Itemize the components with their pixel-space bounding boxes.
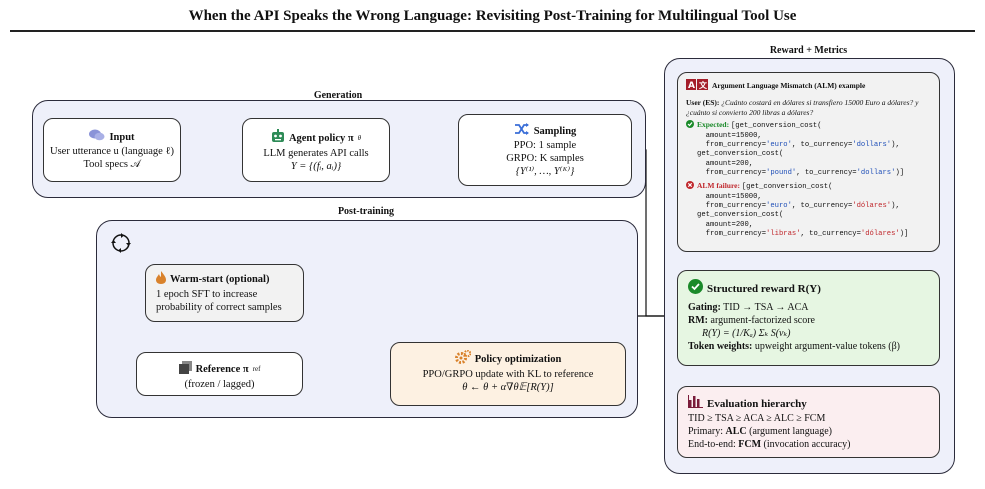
- agent-line-2: Y = {(fᵢ, aᵢ)}: [290, 161, 342, 173]
- alm-failure-label: ALM failure:: [697, 181, 740, 191]
- alm-expected-block: Expected: [get_conversion_cost( amount=1…: [686, 120, 931, 178]
- alm-expected-label: Expected:: [697, 120, 730, 130]
- structured-reward-box: Structured reward R(Y) Gating: TID → TSA…: [677, 270, 940, 366]
- alm-failure-code-1: amount=15000,: [697, 192, 762, 201]
- check-circle-icon: [686, 120, 694, 178]
- alm-failure-code-4: amount=200,: [697, 220, 754, 229]
- policy-opt-line-1: PPO/GRPO update with KL to reference: [422, 369, 594, 381]
- alm-user-prefix: User (ES):: [686, 97, 720, 107]
- sampling-line-1: PPO: 1 sample: [513, 140, 577, 152]
- eval-primary-rest: (argument language): [749, 426, 832, 438]
- input-box: Input User utterance u (language ℓ) Tool…: [43, 118, 181, 182]
- policy-opt-line-2: θ ← θ + α∇θ𝔼[R(Y)]: [462, 382, 554, 394]
- sampling-line-3: {Y⁽¹⁾, …, Y⁽ᴷ⁾}: [515, 166, 575, 178]
- alm-failure-code-3: get_conversion_cost(: [697, 211, 784, 220]
- reward-rm-text: argument-factorized score: [710, 315, 815, 327]
- sampling-title: Sampling: [533, 125, 577, 137]
- eval-primary-label: Primary:: [688, 426, 723, 438]
- reward-gating-label: Gating:: [688, 302, 721, 314]
- policy-opt-title: Policy optimization: [474, 353, 562, 365]
- layers-icon: [178, 361, 192, 378]
- eval-primary-bold: ALC: [725, 426, 747, 438]
- paper-title: When the API Speaks the Wrong Language: …: [188, 8, 797, 24]
- svg-text:A: A: [688, 81, 695, 90]
- agent-title-sub: θ: [357, 133, 362, 142]
- alm-title: Argument Language Mismatch (ALM) example: [712, 81, 866, 90]
- speech-bubble-icon: [89, 129, 105, 145]
- evaluation-hierarchy-box: Evaluation hierarchy TID ≥ TSA ≥ ACA ≥ A…: [677, 386, 940, 458]
- input-title: Input: [109, 131, 135, 143]
- check-circle-icon: [688, 279, 703, 298]
- alm-user-text: ¿Cuánto costará en dólares si transfiero…: [686, 97, 919, 117]
- input-line-2: Tool specs 𝒜: [83, 159, 141, 171]
- reference-line-1: (frozen / lagged): [184, 379, 255, 391]
- eval-e2e: End-to-end: FCM (invocation accuracy): [688, 438, 929, 451]
- eval-primary: Primary: ALC (argument language): [688, 425, 929, 438]
- reward-gating: Gating: TID → TSA → ACA: [688, 301, 929, 314]
- agent-title: Agent policy π: [288, 132, 354, 144]
- reward-token-text: upweight argument-value tokens (β): [754, 341, 901, 353]
- sampling-line-2: GRPO: K samples: [506, 153, 584, 165]
- gears-icon: [454, 349, 471, 368]
- reference-title-sub: ref: [252, 365, 261, 374]
- eval-e2e-rest: (invocation accuracy): [763, 439, 851, 451]
- reward-token-label: Token weights:: [688, 341, 753, 353]
- reward-metrics-label: Reward + Metrics: [769, 45, 848, 56]
- post-training-label: Post-training: [337, 206, 395, 217]
- alm-expected-code-2: from_currency='euro', to_currency='dolla…: [697, 140, 900, 149]
- reward-rm: RM: argument-factorized score: [688, 314, 929, 327]
- agent-line-1: LLM generates API calls: [263, 148, 369, 160]
- bar-chart-icon: [688, 395, 703, 412]
- eval-e2e-label: End-to-end:: [688, 439, 736, 451]
- eval-title: Evaluation hierarchy: [707, 397, 807, 410]
- warm-start-line-2: probability of correct samples: [156, 302, 282, 314]
- reward-token-weights: Token weights: upweight argument-value t…: [688, 340, 929, 353]
- reward-title: Structured reward R(Y): [707, 282, 821, 295]
- alm-expected-code-0: [get_conversion_cost(: [730, 122, 822, 131]
- input-line-1: User utterance u (language ℓ): [50, 146, 174, 158]
- sampling-box: Sampling PPO: 1 sample GRPO: K samples {…: [458, 114, 632, 186]
- eval-e2e-bold: FCM: [738, 439, 762, 451]
- robot-icon: [271, 129, 285, 147]
- alm-failure-code-0: [get_conversion_cost(: [741, 183, 833, 192]
- alm-expected-code-3: get_conversion_cost(: [697, 150, 784, 159]
- svg-text:文: 文: [699, 80, 708, 90]
- shuffle-icon: [514, 123, 530, 139]
- flame-icon: [156, 271, 166, 288]
- reward-formula: R(Y) = (1/Kₐ) Σₖ S(vₖ): [702, 328, 791, 340]
- alm-expected-code-1: amount=15000,: [697, 131, 762, 140]
- warm-start-line-1: 1 epoch SFT to increase: [156, 289, 258, 301]
- alm-failure-code-2: from_currency='euro', to_currency='dólar…: [697, 202, 900, 211]
- x-circle-icon: [686, 181, 694, 239]
- eval-line-1: TID ≥ TSA ≥ ACA ≥ ALC ≥ FCM: [688, 413, 826, 425]
- cycle-icon: [110, 232, 132, 259]
- alm-failure-block: ALM failure: [get_conversion_cost( amoun…: [686, 181, 931, 239]
- reference-title: Reference π: [195, 364, 249, 375]
- policy-optimization-box: Policy optimization PPO/GRPO update with…: [390, 342, 626, 406]
- reward-rm-label: RM:: [688, 315, 708, 327]
- alm-expected-code-4: amount=200,: [697, 159, 754, 168]
- warm-start-box: Warm-start (optional) 1 epoch SFT to inc…: [145, 264, 304, 322]
- alm-expected-code-5: from_currency='pound', to_currency='doll…: [697, 169, 905, 178]
- title-rule: [10, 30, 975, 32]
- alm-failure-code-5: from_currency='libras', to_currency='dól…: [697, 230, 909, 239]
- alm-user-utterance: User (ES): ¿Cuánto costará en dólares si…: [686, 98, 931, 118]
- generation-label: Generation: [313, 90, 363, 101]
- warm-start-title: Warm-start (optional): [170, 274, 270, 285]
- reward-gating-text: TID → TSA → ACA: [723, 302, 809, 314]
